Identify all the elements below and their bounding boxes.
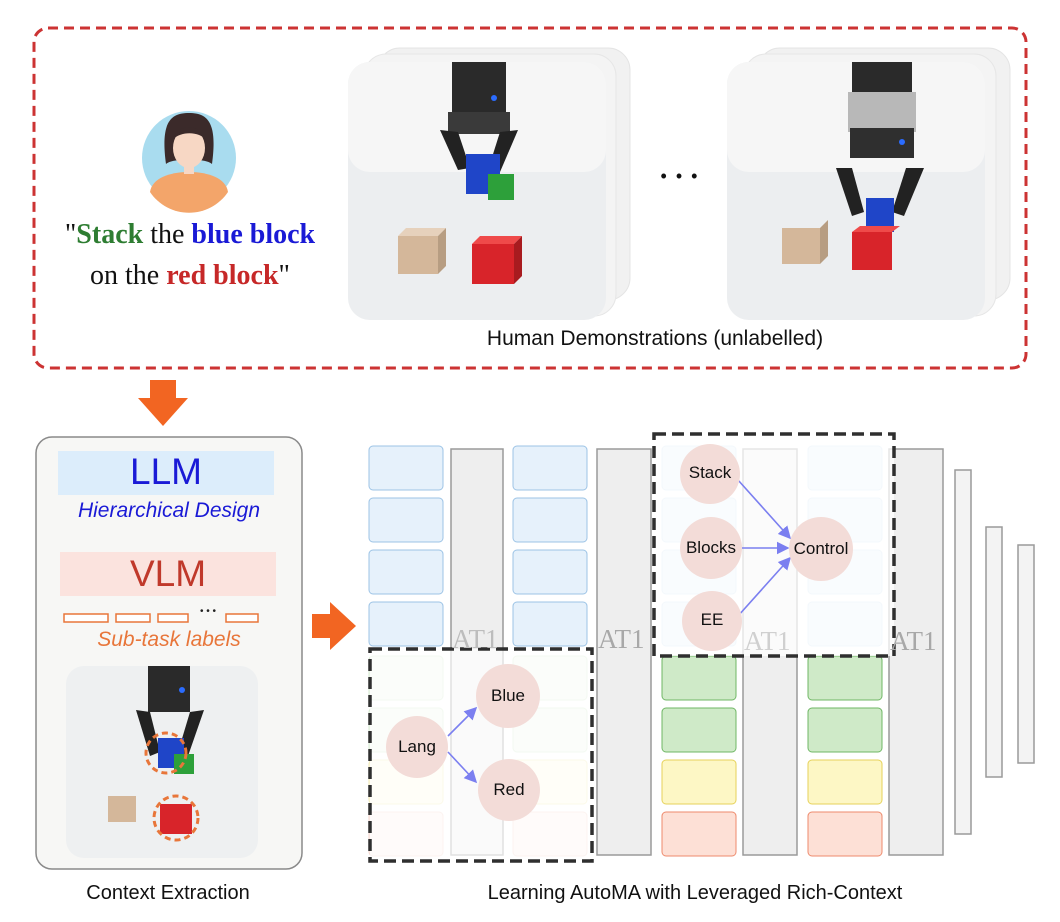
word-blue-block: blue block <box>191 219 316 250</box>
word-on-the: on the <box>90 260 167 291</box>
node-blocks <box>680 517 742 579</box>
down-arrow-icon <box>138 380 188 426</box>
output-bar-2 <box>985 526 1003 778</box>
demo-photo-stack-1 <box>348 47 631 320</box>
node-control-label: Control <box>793 539 849 558</box>
bottom-graph-edges <box>447 706 478 784</box>
node-red <box>478 759 540 821</box>
llm-title: LLM <box>130 451 202 492</box>
vlm-subtitle: Sub-task labels <box>97 628 241 651</box>
demo-ellipsis: • • • <box>660 166 700 186</box>
node-blue <box>476 664 540 728</box>
model-caption: Learning AutoMA with Leveraged Rich-Cont… <box>487 882 903 904</box>
node-ee-label: EE <box>700 610 724 629</box>
node-lang-label: Lang <box>398 737 436 756</box>
person-avatar-icon <box>142 111 236 213</box>
label-dots: • • • <box>199 606 217 617</box>
instruction-text: "Stack the blue block on the red block" <box>40 214 340 296</box>
close-quote: " <box>278 260 290 291</box>
output-bar-3 <box>1017 544 1035 764</box>
context-photo <box>66 666 258 858</box>
word-stack: Stack <box>76 219 144 250</box>
top-graph-edges <box>737 479 792 617</box>
llm-subtitle: Hierarchical Design <box>77 499 261 522</box>
at1-label-2: AT1 <box>598 624 645 654</box>
node-control <box>789 517 853 581</box>
word-red-block: red block <box>166 260 279 291</box>
node-red-label: Red <box>493 780 525 799</box>
demo-photo-stack-2 <box>727 47 1011 320</box>
output-bar-1 <box>954 469 972 835</box>
node-blue-label: Blue <box>490 686 526 705</box>
at1-block-2 <box>596 448 652 856</box>
at1-label-4: AT1 <box>890 626 937 656</box>
word-the: the <box>143 219 192 250</box>
at1-label-1: AT1 <box>452 624 499 654</box>
context-caption: Context Extraction <box>86 882 250 904</box>
node-lang <box>386 716 448 778</box>
at1-block-4 <box>888 448 944 856</box>
demonstration-frame <box>32 26 1028 370</box>
node-ee <box>682 591 742 651</box>
sub-task-label-slots <box>63 613 259 623</box>
at1-label-3: AT1 <box>744 626 791 656</box>
vlm-box <box>60 552 276 596</box>
vlm-title: VLM <box>129 553 207 594</box>
open-quote: " <box>64 219 77 250</box>
demos-caption: Human Demonstrations (unlabelled) <box>486 327 824 350</box>
llm-box <box>58 451 274 495</box>
node-stack-label: Stack <box>688 463 732 482</box>
node-blocks-label: Blocks <box>685 538 737 557</box>
right-arrow-icon <box>312 602 356 650</box>
node-stack <box>680 444 740 504</box>
